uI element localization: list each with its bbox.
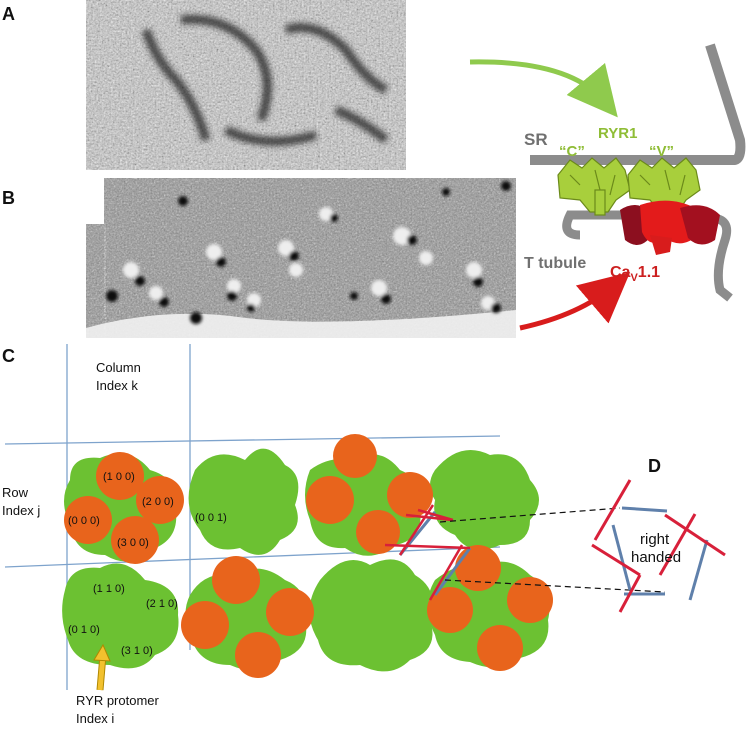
arrow-red bbox=[519, 271, 631, 331]
t-tubule-label: T tubule bbox=[524, 255, 586, 272]
right-handed-label-1: right bbox=[640, 531, 670, 548]
protomer-arrow bbox=[93, 643, 111, 691]
handedness-diagram-d bbox=[591, 479, 726, 613]
ryr1-label: RYR1 bbox=[598, 125, 637, 142]
row-label-2: Index j bbox=[2, 503, 40, 518]
column-label-2: Index k bbox=[96, 378, 138, 393]
index-110: (1 1 0) bbox=[93, 583, 125, 595]
arrow-green bbox=[469, 59, 618, 118]
em-micrograph-b bbox=[86, 178, 516, 338]
cav11-tetrad bbox=[620, 200, 720, 255]
index-010: (0 1 0) bbox=[68, 624, 100, 636]
row-label-1: Row bbox=[2, 485, 29, 500]
cav11-label: CaV1.1 bbox=[610, 264, 660, 284]
index-000: (0 0 0) bbox=[68, 515, 100, 527]
protomer-label-2: Index i bbox=[76, 711, 114, 726]
column-label-1: Column bbox=[96, 360, 141, 375]
v-tetramer-label: “V” bbox=[649, 143, 674, 160]
handedness-marker-c bbox=[384, 504, 472, 601]
ryr-tetramer-tr bbox=[430, 450, 539, 550]
index-100: (1 0 0) bbox=[103, 471, 135, 483]
panel-label-d: D bbox=[648, 456, 661, 476]
index-001: (0 0 1) bbox=[195, 512, 227, 524]
index-310: (3 1 0) bbox=[121, 645, 153, 657]
panel-label-a: A bbox=[2, 4, 15, 24]
dyad-schematic: SR RYR1 “C” “V” T tubule CaV1.1 bbox=[469, 43, 746, 331]
cav-particles bbox=[64, 434, 553, 678]
sr-label: SR bbox=[524, 130, 548, 149]
index-200: (2 0 0) bbox=[142, 496, 174, 508]
sr-membrane bbox=[530, 43, 746, 165]
t-tubule-membrane-right bbox=[709, 213, 733, 302]
ryr1-c-tetramer bbox=[557, 157, 631, 216]
index-300: (3 0 0) bbox=[117, 537, 149, 549]
right-handed-label-2: handed bbox=[631, 549, 681, 566]
em-micrograph-a bbox=[86, 0, 406, 170]
ryr-tetramer-bm2 bbox=[309, 559, 433, 672]
ryr-lattice-diagram: Column Index k Row Index j (1 0 0) (2 0 … bbox=[2, 344, 726, 726]
dashed-connectors bbox=[439, 507, 666, 593]
panel-label-c: C bbox=[2, 346, 15, 366]
c-tetramer-label: “C” bbox=[559, 143, 585, 160]
ryr-tetramer-bl bbox=[62, 563, 179, 669]
t-tubule-membrane-left bbox=[562, 210, 630, 240]
ryr-tetramer-tm1 bbox=[188, 448, 299, 555]
protomer-label-1: RYR protomer bbox=[76, 693, 160, 708]
index-210: (2 1 0) bbox=[146, 598, 178, 610]
panel-label-b: B bbox=[2, 188, 15, 208]
